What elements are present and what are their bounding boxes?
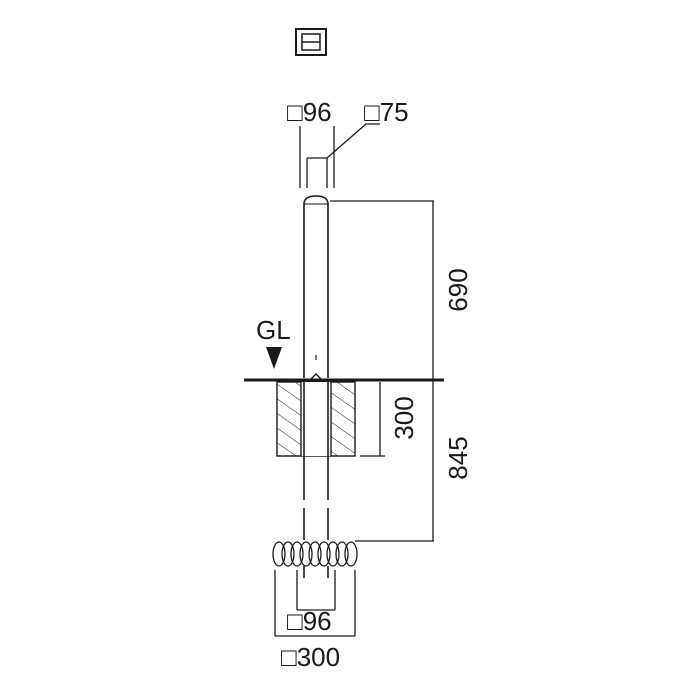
top-dimension-lines bbox=[299, 123, 380, 188]
foundation-depth-label: 300 bbox=[389, 396, 419, 439]
height-above-ground-label: 690 bbox=[443, 268, 473, 311]
bollard-post-lower bbox=[303, 373, 329, 578]
gravel-base bbox=[272, 541, 358, 567]
ground-level-label: GL bbox=[256, 315, 291, 345]
bottom-base-size-label: □300 bbox=[281, 642, 340, 672]
ground-level-arrow-icon bbox=[266, 347, 282, 369]
top-outer-size-label: □96 bbox=[287, 97, 332, 127]
top-inner-size-label: □75 bbox=[364, 97, 409, 127]
foundation-depth-dimension bbox=[360, 382, 385, 457]
bollard-post-upper bbox=[303, 195, 329, 378]
total-depth-label: 845 bbox=[443, 436, 473, 479]
height-dimension bbox=[330, 200, 434, 542]
square-section-symbol bbox=[295, 28, 327, 56]
bottom-dimension-lines bbox=[274, 570, 356, 637]
bottom-post-size-label: □96 bbox=[287, 606, 332, 636]
concrete-foundation bbox=[276, 381, 356, 457]
